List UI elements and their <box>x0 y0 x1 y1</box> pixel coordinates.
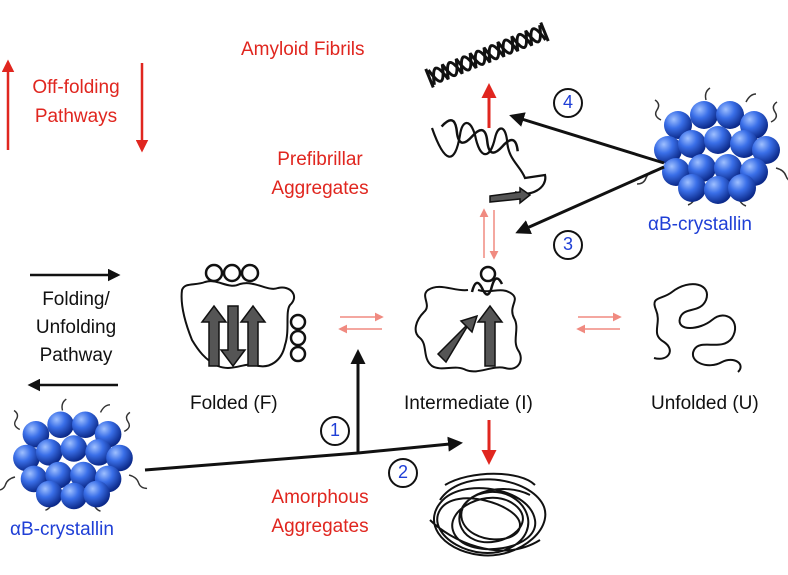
folding-line3: Pathway <box>39 345 113 366</box>
amorphous-line2: Aggregates <box>271 516 369 537</box>
step-1-badge: 1 <box>320 416 350 446</box>
intermediate-protein-icon <box>414 265 522 373</box>
prefibrillar-line2: Aggregates <box>271 178 369 199</box>
folded-protein-icon <box>180 263 307 369</box>
step-3-badge: 3 <box>553 230 583 260</box>
amyloid-fibril-icon <box>424 21 550 89</box>
chaperone-to-intermediate-arrow <box>515 165 665 234</box>
folding-line2: Unfolding <box>35 317 117 338</box>
step-2-badge: 2 <box>388 458 418 488</box>
prefibrillar-aggregate-icon <box>430 119 547 205</box>
unfolded-state-label: Unfolded (U) <box>651 393 759 414</box>
step-4-badge: 4 <box>553 88 583 118</box>
chaperone-top-label: αB-crystallin <box>648 214 752 235</box>
folded-state-label: Folded (F) <box>190 393 278 414</box>
amorphous-aggregates-label: Amorphous Aggregates <box>250 486 390 538</box>
prefibrillar-line1: Prefibrillar <box>277 149 363 170</box>
off-folding-line2: Pathways <box>34 106 118 127</box>
chaperone-to-amorphous-path <box>144 451 359 472</box>
chaperone-bottom-label: αB-crystallin <box>10 519 114 540</box>
amyloid-fibrils-label: Amyloid Fibrils <box>241 39 365 60</box>
off-folding-label: Off-folding Pathways <box>18 76 134 128</box>
amorphous-line1: Amorphous <box>271 487 369 508</box>
folding-line1: Folding/ <box>42 289 110 310</box>
amorphous-aggregate-icon <box>429 472 547 557</box>
alpha-b-crystallin-oligomer-icon-top <box>636 87 788 207</box>
chaperone-to-prefibrillar-arrow <box>509 112 665 165</box>
off-folding-line1: Off-folding <box>32 77 120 98</box>
intermediate-state-label: Intermediate (I) <box>404 393 533 414</box>
unfolded-protein-icon <box>653 283 742 373</box>
chaperone-to-intermediate-bottom-arrow <box>357 436 463 455</box>
folding-pathway-label: Folding/ Unfolding Pathway <box>14 288 138 367</box>
alpha-b-crystallin-oligomer-icon-bottom <box>0 398 148 512</box>
prefibrillar-aggregates-label: Prefibrillar Aggregates <box>250 148 390 200</box>
